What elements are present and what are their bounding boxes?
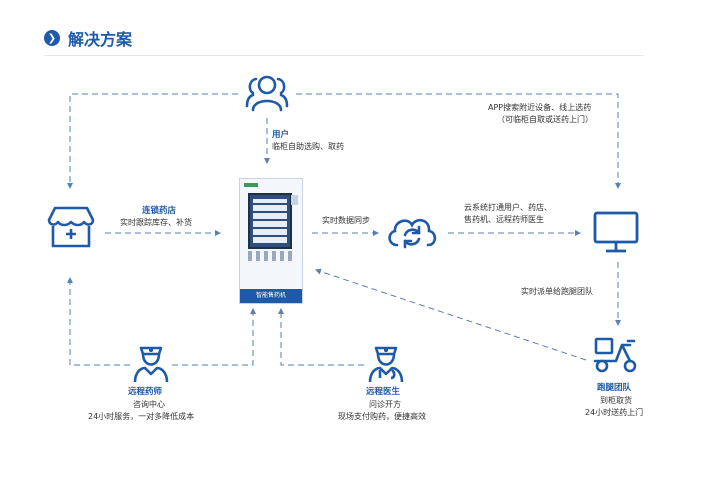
courier-title: 跑腿团队 bbox=[597, 383, 632, 393]
chevron-right-icon: ❯ bbox=[44, 30, 60, 46]
machine-logo bbox=[244, 183, 258, 187]
pharmacist-desc-1: 咨询中心 bbox=[133, 400, 165, 409]
courier-desc-2: 24小时送药上门 bbox=[585, 408, 644, 417]
cloud-sync-icon bbox=[384, 209, 440, 259]
doctor-icon bbox=[366, 340, 406, 388]
user-desc: 临柜自助选购、取药 bbox=[272, 142, 344, 151]
terminal-desc-1: APP搜索附近设备、线上选药 bbox=[488, 103, 592, 112]
pharmacist-icon bbox=[131, 340, 171, 388]
dispatch-label: 实时派单给跑腿团队 bbox=[521, 287, 593, 296]
vending-machine: 智能售药机 bbox=[239, 178, 303, 304]
terminal-desc-2: （可临柜自取或送药上门） bbox=[497, 115, 593, 124]
machine-screen bbox=[248, 193, 292, 249]
pharmacist-title: 远程药师 bbox=[128, 387, 163, 397]
user-title: 用户 bbox=[272, 130, 290, 140]
page-title: ❯ 解决方案 bbox=[44, 26, 132, 50]
users-icon bbox=[244, 73, 290, 117]
machine-slot bbox=[291, 195, 298, 205]
machine-panel bbox=[248, 251, 296, 261]
pharmacy-desc: 实时跟踪库存、补货 bbox=[120, 218, 192, 227]
courier-desc-1: 到柜取货 bbox=[600, 396, 632, 405]
screen-grid bbox=[253, 199, 287, 243]
doctor-title: 远程医生 bbox=[366, 387, 401, 397]
pharmacy-title: 连锁药店 bbox=[142, 206, 177, 216]
cloud-desc-2: 售药机、远程药师医生 bbox=[464, 215, 544, 224]
machine-label: 智能售药机 bbox=[240, 289, 302, 303]
doctor-desc-1: 问诊开方 bbox=[369, 400, 401, 409]
pharmacist-desc-2: 24小时服务，一对多降低成本 bbox=[88, 412, 195, 421]
divider bbox=[44, 55, 644, 56]
scooter-icon bbox=[592, 333, 640, 379]
shop-icon bbox=[46, 205, 96, 253]
title-text: 解决方案 bbox=[68, 30, 133, 49]
monitor-icon bbox=[592, 210, 640, 258]
sync-label: 实时数据同步 bbox=[322, 216, 370, 225]
cloud-desc-1: 云系统打通用户、药店、 bbox=[464, 203, 552, 212]
doctor-desc-2: 现场支付购药，便捷高效 bbox=[338, 412, 426, 421]
